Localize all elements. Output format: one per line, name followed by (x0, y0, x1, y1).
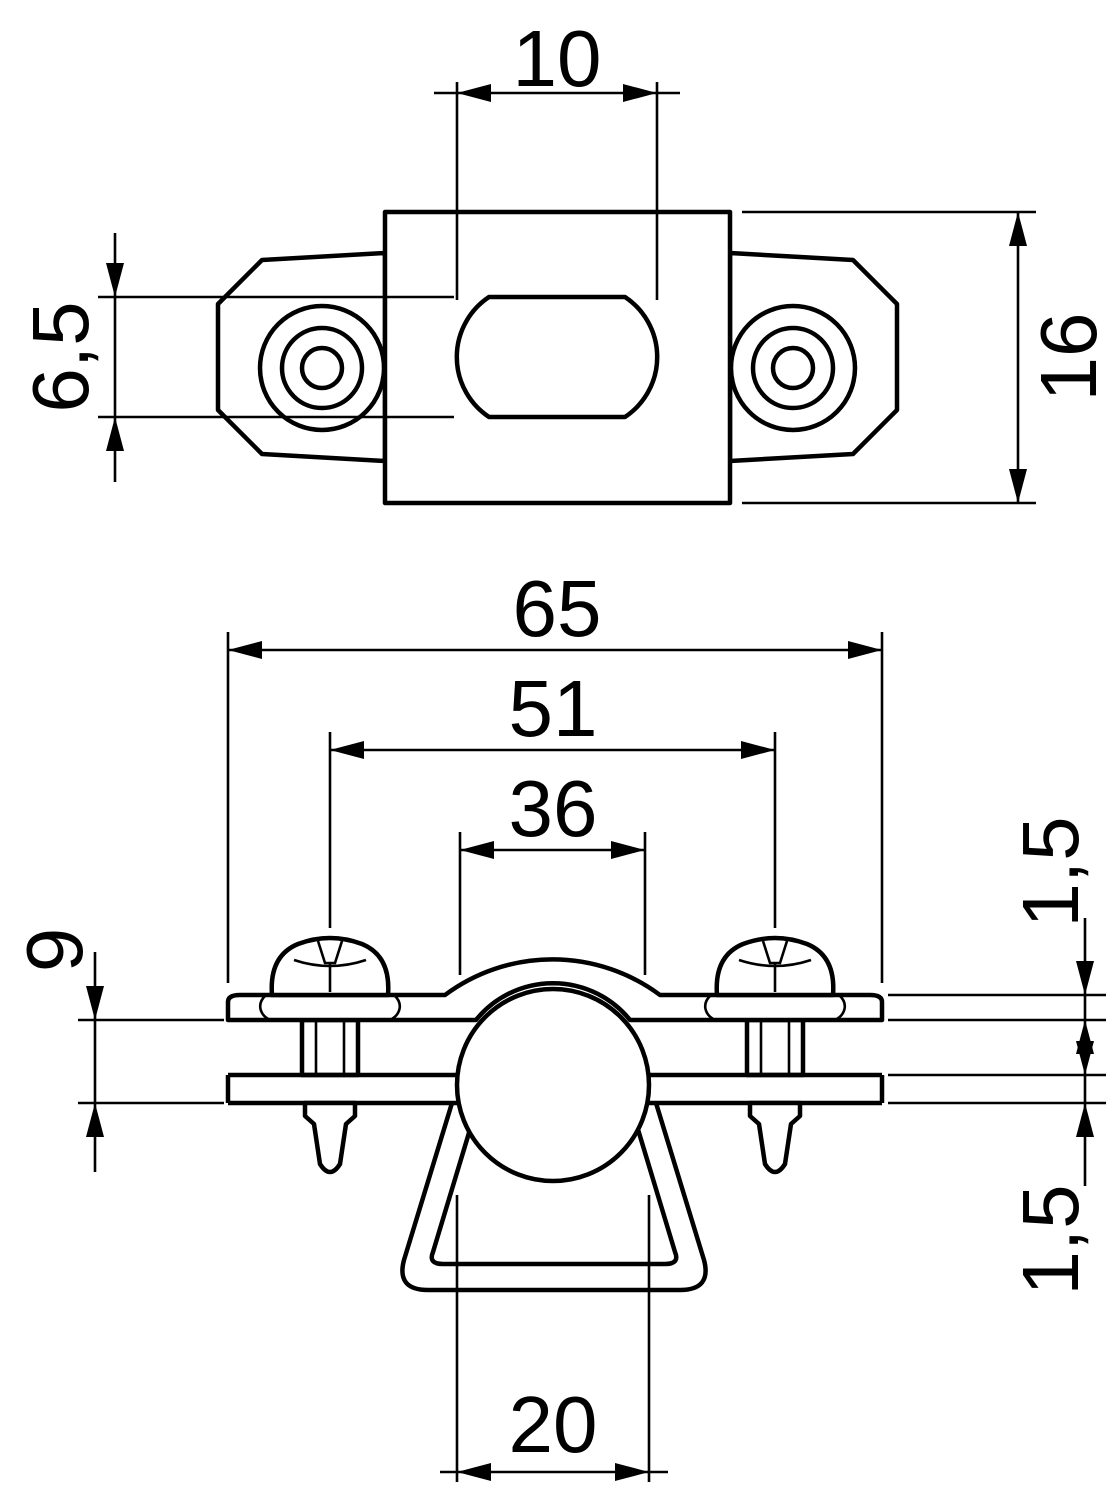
bracket-loop (400, 1102, 708, 1293)
screw-tip-right (747, 1100, 803, 1175)
washer-curls (258, 994, 847, 1022)
dim-label-plate-offset: 9 (10, 928, 99, 973)
dim-plate-offset: 9 (10, 928, 224, 1172)
screw-plan-left (257, 303, 387, 433)
bracket-outer-edge (400, 1102, 708, 1293)
top-view-slot (454, 294, 660, 420)
dim-body-width: 16 (742, 210, 1113, 505)
screw-head-left (269, 935, 391, 998)
stud-right (744, 1017, 806, 1078)
dim-label-overall-width: 65 (513, 564, 602, 653)
dim-slot-length: 10 (434, 14, 680, 300)
screw-recess (770, 345, 816, 391)
dim-label-screw-spacing: 51 (509, 664, 598, 753)
screw-plan-right (728, 303, 858, 433)
dim-label-slot-length: 10 (513, 14, 602, 103)
clamp-strap (225, 957, 885, 1023)
dim-strap-thickness: 1,5 (888, 816, 1106, 1186)
dim-overall-width: 65 (226, 564, 884, 983)
dim-slot-width: 6,5 (16, 233, 454, 482)
stud-left (299, 1017, 361, 1078)
screw-tip-left (302, 1100, 358, 1175)
screw-recess (299, 345, 345, 391)
screw-head-right (714, 935, 836, 998)
dim-label-plate-thickness: 1,5 (1006, 1184, 1095, 1295)
dim-clamp-outer-width: 36 (458, 764, 647, 975)
front-view: 65 51 36 1,5 (10, 564, 1106, 1482)
dim-label-body-width: 16 (1024, 313, 1113, 402)
dim-screw-spacing: 51 (328, 664, 777, 928)
pipe-cross-section (454, 986, 652, 1184)
bracket-inner-edge (429, 1102, 679, 1267)
dim-label-clamp-outer-width: 36 (509, 764, 598, 853)
dim-label-strap-thickness: 1,5 (1006, 816, 1095, 927)
dim-plate-thickness: 1,5 (888, 1041, 1106, 1296)
dim-clamp-diameter: 20 (440, 1195, 668, 1482)
dim-label-slot-width: 6,5 (16, 301, 105, 412)
dim-label-clamp-diameter: 20 (509, 1380, 598, 1469)
top-view: 10 6,5 16 (16, 14, 1113, 506)
